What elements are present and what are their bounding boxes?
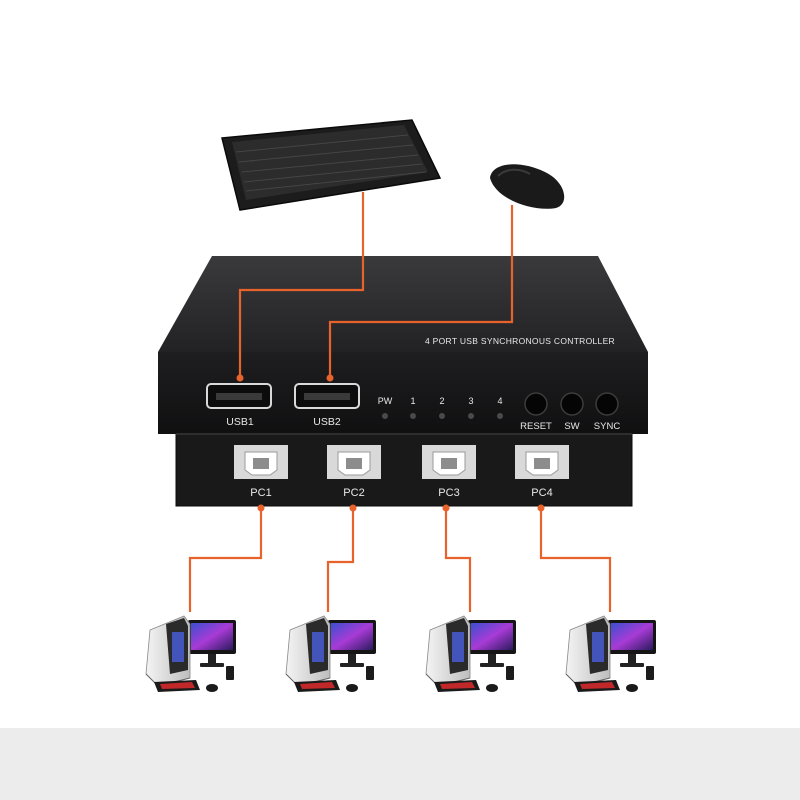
indicator-led-4 bbox=[497, 413, 503, 419]
indicator-label-4: 4 bbox=[497, 396, 502, 406]
indicator-label-2: 2 bbox=[439, 396, 444, 406]
cable-pc1 bbox=[188, 508, 263, 612]
keyboard-icon bbox=[221, 119, 442, 211]
pc-port-4-label: PC4 bbox=[531, 487, 552, 499]
cable-pc3 bbox=[444, 508, 472, 612]
cable-connectors bbox=[236, 374, 545, 512]
indicator-led-1 bbox=[410, 413, 416, 419]
cable-pc2 bbox=[326, 508, 355, 612]
sw-button-label: SW bbox=[564, 421, 579, 432]
device-title: 4 PORT USB SYNCHRONOUS CONTROLLER bbox=[425, 336, 615, 346]
sync-button[interactable] bbox=[595, 392, 619, 416]
desktop-computer-icon bbox=[285, 615, 377, 693]
cables bbox=[188, 192, 612, 612]
pc-port-4 bbox=[515, 445, 569, 479]
desktop-computer-icon bbox=[425, 615, 517, 693]
reset-button[interactable] bbox=[524, 392, 548, 416]
indicator-led-3 bbox=[468, 413, 474, 419]
mouse-icon bbox=[490, 164, 565, 209]
reset-button-label: RESET bbox=[520, 421, 552, 432]
pc-port-3-label: PC3 bbox=[438, 487, 459, 499]
usb-port-2 bbox=[294, 383, 360, 409]
sw-button[interactable] bbox=[560, 392, 584, 416]
usb-port-1 bbox=[206, 383, 272, 409]
indicator-label-3: 3 bbox=[468, 396, 473, 406]
desktop-computer-icon bbox=[145, 615, 237, 693]
pc-port-2 bbox=[327, 445, 381, 479]
cable-pc4 bbox=[539, 508, 612, 612]
cable-keyboard-usb1 bbox=[238, 192, 365, 378]
cable-mouse-usb2 bbox=[328, 205, 514, 378]
pc-port-2-label: PC2 bbox=[343, 487, 364, 499]
pc-port-1-label: PC1 bbox=[250, 487, 271, 499]
pc-port-3 bbox=[422, 445, 476, 479]
usb-port-1-label: USB1 bbox=[226, 416, 254, 428]
sync-button-label: SYNC bbox=[594, 421, 621, 432]
device-top bbox=[158, 256, 648, 352]
pc-port-1 bbox=[234, 445, 288, 479]
desktop-computer-icon bbox=[565, 615, 657, 693]
indicator-label-pw: PW bbox=[378, 396, 393, 406]
indicator-led-pw bbox=[382, 413, 388, 419]
indicator-label-1: 1 bbox=[410, 396, 415, 406]
indicator-led-2 bbox=[439, 413, 445, 419]
floor bbox=[0, 728, 800, 800]
usb-port-2-label: USB2 bbox=[313, 416, 341, 428]
